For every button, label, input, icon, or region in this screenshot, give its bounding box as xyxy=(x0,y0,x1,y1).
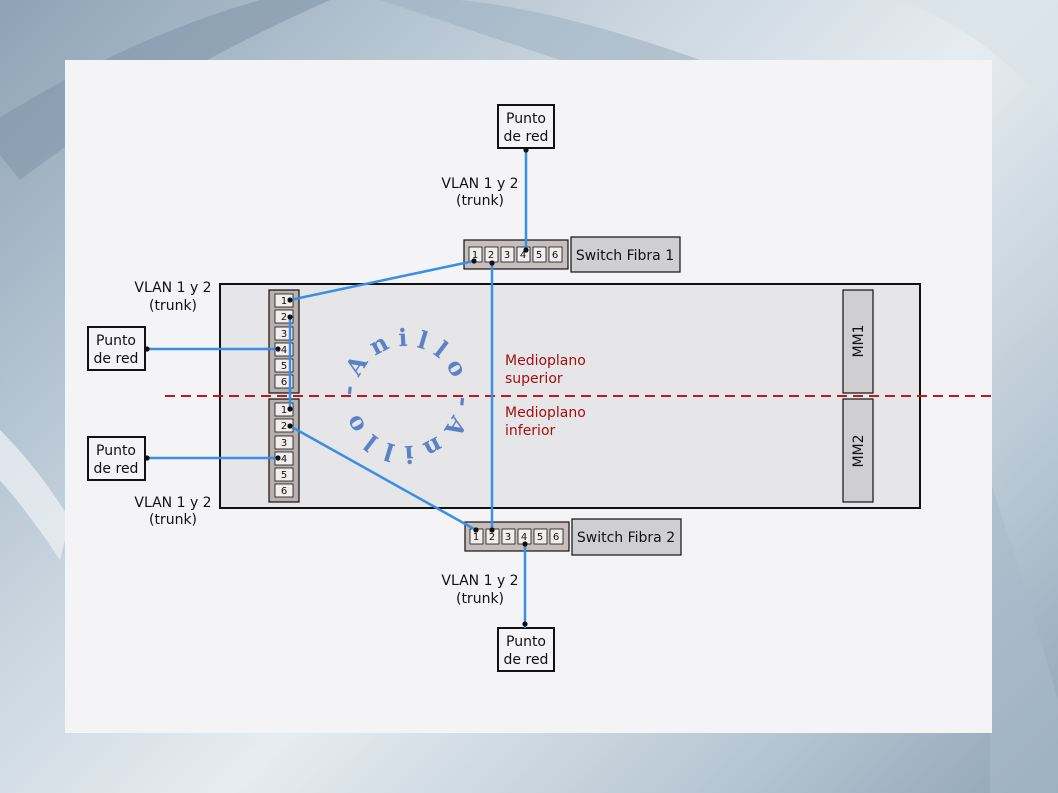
sw2-port-label-5: 5 xyxy=(537,532,543,543)
dot-upper-port2 xyxy=(287,314,293,320)
dot-top-point xyxy=(523,147,529,153)
mm2-label: MM2 xyxy=(851,434,867,467)
switch-fibra-1-ports: 1 2 3 4 5 6 xyxy=(468,246,563,263)
upper-module-port-3[interactable] xyxy=(274,326,294,341)
dot-sw2-port2 xyxy=(489,527,495,533)
link-lower-port2-to-sw2-port1 xyxy=(289,424,477,532)
network-point-bottom-line1: Punto xyxy=(506,634,546,650)
sw2-port-label-6: 6 xyxy=(553,532,559,543)
sw2-port-label-3: 3 xyxy=(505,532,511,543)
network-point-left-lower-line2: de red xyxy=(94,461,139,477)
upper-port-label-1: 1 xyxy=(281,296,287,307)
midplane-upper-label-line1: Medioplano xyxy=(505,353,586,369)
vlan-label-bottom-line1: VLAN 1 y 2 xyxy=(441,573,518,589)
sw2-port-label-1: 1 xyxy=(473,532,479,543)
vlan-label-left-lower-line1: VLAN 1 y 2 xyxy=(134,495,211,511)
upper-port-label-2: 2 xyxy=(281,312,287,323)
link-sw1-port1-to-upper-port1 xyxy=(289,259,475,302)
lower-module-port-1[interactable] xyxy=(274,402,294,417)
network-point-left-upper-line2: de red xyxy=(94,351,139,367)
dot-sw1-port4 xyxy=(523,247,529,253)
sw2-port-3[interactable] xyxy=(501,528,516,545)
network-point-top-line1: Punto xyxy=(506,111,546,127)
sw1-port-3[interactable] xyxy=(500,246,515,263)
dot-upper-port1 xyxy=(287,297,293,303)
vlan-label-top-line2: (trunk) xyxy=(456,193,504,209)
sw1-port-label-3: 3 xyxy=(504,250,510,261)
sw1-port-label-5: 5 xyxy=(536,250,542,261)
sw1-port-5[interactable] xyxy=(532,246,547,263)
sw2-port-6[interactable] xyxy=(549,528,564,545)
lower-module-port-5[interactable] xyxy=(274,467,294,482)
midplane-upper-label-line2: superior xyxy=(505,371,563,387)
mm1-module xyxy=(842,289,874,394)
mm1-label: MM1 xyxy=(851,324,867,357)
upper-port-label-5: 5 xyxy=(281,361,287,372)
lower-port-label-3: 3 xyxy=(281,438,287,449)
switch-fibra-2-label-box[interactable] xyxy=(571,518,682,556)
dot-lower-port2 xyxy=(287,423,293,429)
sw1-port-6[interactable] xyxy=(548,246,563,263)
lower-module-port-3[interactable] xyxy=(274,435,294,450)
lower-port-label-1: 1 xyxy=(281,405,287,416)
sw1-port-label-4: 4 xyxy=(520,250,526,261)
upper-module-port-6[interactable] xyxy=(274,374,294,389)
sw2-port-label-4: 4 xyxy=(521,532,527,543)
lower-module-port-6[interactable] xyxy=(274,483,294,498)
upper-port-label-3: 3 xyxy=(281,329,287,340)
dot-sw1-port2 xyxy=(489,260,495,266)
dot-sw2-port4 xyxy=(522,541,528,547)
vlan-label-left-upper-line2: (trunk) xyxy=(149,298,197,314)
upper-port-label-4: 4 xyxy=(281,345,287,356)
vlan-label-left-lower-line2: (trunk) xyxy=(149,512,197,528)
dot-lower-port4 xyxy=(275,455,281,461)
lower-port-label-6: 6 xyxy=(281,486,287,497)
vlan-label-top-line1: VLAN 1 y 2 xyxy=(441,176,518,192)
dot-sw2-port1 xyxy=(473,527,479,533)
dot-sw1-port1 xyxy=(471,258,477,264)
upper-module-ports: 1 2 3 4 5 6 xyxy=(274,293,294,389)
dot-lower-port1 xyxy=(287,406,293,412)
upper-module-port-5[interactable] xyxy=(274,358,294,373)
dot-left-upper-point xyxy=(144,346,150,352)
mm2-module xyxy=(842,398,874,503)
switch-fibra-2-label: Switch Fibra 2 xyxy=(577,530,675,546)
vlan-label-left-upper-line1: VLAN 1 y 2 xyxy=(134,280,211,296)
sw1-port-label-2: 2 xyxy=(488,250,494,261)
sw2-port-5[interactable] xyxy=(533,528,548,545)
network-point-bottom-line2: de red xyxy=(504,652,549,668)
network-point-top-line2: de red xyxy=(504,129,549,145)
switch-fibra-1-label: Switch Fibra 1 xyxy=(576,248,674,264)
lower-port-label-5: 5 xyxy=(281,470,287,481)
dot-upper-port4 xyxy=(275,346,281,352)
switch-fibra-1-label-box[interactable] xyxy=(570,236,681,273)
network-point-left-lower-line1: Punto xyxy=(96,443,136,459)
dot-left-lower-point xyxy=(144,455,150,461)
lower-port-label-2: 2 xyxy=(281,421,287,432)
network-links xyxy=(145,148,528,628)
upper-port-label-6: 6 xyxy=(281,377,287,388)
network-point-left-lower[interactable] xyxy=(87,436,146,481)
link-endpoints xyxy=(144,147,529,627)
dot-bottom-point xyxy=(522,621,528,627)
midplane-lower-label-line2: inferior xyxy=(505,423,556,439)
midplane-lower-label-line1: Medioplano xyxy=(505,405,586,421)
sw1-port-label-1: 1 xyxy=(472,250,478,261)
vlan-label-bottom-line2: (trunk) xyxy=(456,591,504,607)
sw2-port-label-2: 2 xyxy=(489,532,495,543)
lower-port-label-4: 4 xyxy=(281,454,287,465)
switch-fibra-2-ports: 1 2 3 4 5 6 xyxy=(469,528,564,545)
network-point-left-upper-line1: Punto xyxy=(96,333,136,349)
upper-module-port-2[interactable] xyxy=(274,309,294,324)
network-point-top[interactable] xyxy=(497,104,555,149)
lower-module-ports: 1 2 3 4 5 6 xyxy=(274,402,294,498)
lower-module-port-2[interactable] xyxy=(274,418,294,433)
sw1-port-label-6: 6 xyxy=(552,250,558,261)
